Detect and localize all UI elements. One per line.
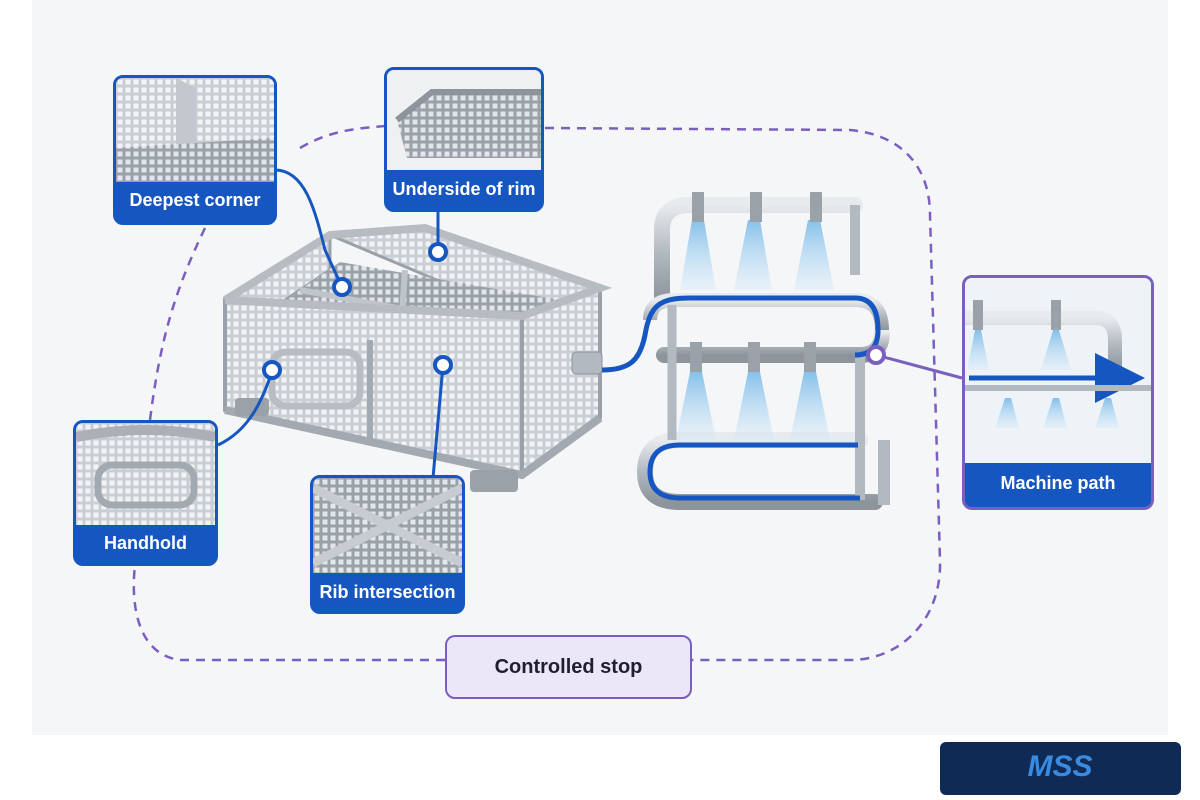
- underside-rim-thumbnail: [387, 70, 541, 170]
- deepest-corner-thumbnail: [116, 78, 274, 182]
- machine-path-image: [965, 278, 1151, 463]
- machine-path-line: [601, 295, 881, 501]
- logo-mark: MSS: [1027, 750, 1092, 783]
- callout-label: Machine path: [1000, 473, 1116, 493]
- machine-path-thumbnail: [965, 278, 1151, 463]
- basket: [222, 223, 613, 492]
- rib-intersection-thumbnail: [313, 478, 462, 573]
- callout-machine-path: Machine path: [962, 275, 1154, 510]
- callout-label: Handhold: [104, 532, 187, 553]
- callout-rib-intersection: Rib intersection: [310, 475, 465, 614]
- callout-underside-rim: Underside of rim: [384, 67, 544, 212]
- callout-handhold: Handhold: [73, 420, 218, 566]
- callout-label: Rib intersection: [319, 581, 456, 602]
- handhold-thumbnail: [76, 423, 215, 525]
- callout-label: Deepest corner: [129, 189, 261, 210]
- machine-path-leader: [875, 353, 963, 380]
- leader-lines: [217, 168, 445, 479]
- spray-machine: [601, 192, 890, 510]
- rim-mesh-image: [387, 70, 541, 170]
- rib-mesh-image: [313, 478, 462, 573]
- logo-text: MSS: [1027, 750, 1092, 783]
- handhold-mesh-image: [76, 423, 215, 525]
- brand-logo: MSS: [940, 742, 1181, 795]
- target-markers: [262, 242, 886, 380]
- callout-label: Underside of rim: [392, 179, 536, 199]
- corner-mesh-image: [116, 78, 274, 182]
- controlled-stop-box: Controlled stop: [445, 635, 692, 699]
- callout-deepest-corner: Deepest corner: [113, 75, 277, 225]
